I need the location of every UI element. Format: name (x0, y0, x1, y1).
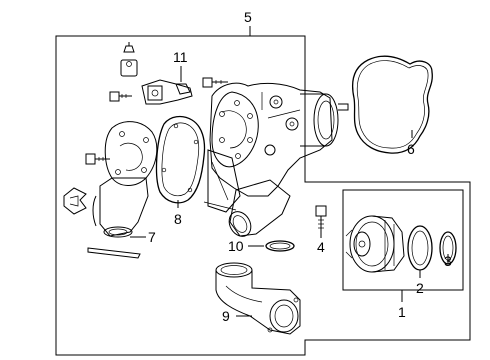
subassembly-frame-outline (342, 189, 464, 291)
callout-9: 9 (222, 308, 230, 324)
assembly-frame-outline (55, 35, 471, 356)
callout-6: 6 (407, 141, 415, 157)
callout-8: 8 (174, 211, 182, 227)
coolant-outlet-part-9 (215, 262, 301, 335)
thermostat-gasket-part-8 (155, 115, 206, 204)
callout-2: 2 (416, 280, 424, 296)
callout-7: 7 (148, 229, 156, 245)
callout-11: 11 (173, 49, 188, 65)
sensor-part-11 (109, 42, 228, 105)
callout-1: 1 (398, 304, 406, 320)
callout-4: 4 (317, 239, 325, 255)
callout-10: 10 (228, 238, 244, 254)
water-pump-housing (203, 82, 349, 237)
seal-ring-part-2 (407, 225, 433, 271)
housing-gasket-part-6 (352, 55, 433, 154)
o-ring-part-10 (265, 240, 295, 252)
water-pump-assembly (345, 215, 405, 273)
thermostat-housing-part-7 (63, 121, 158, 259)
bolt-part-4 (315, 205, 327, 232)
callout-5: 5 (244, 9, 252, 25)
callout-3: 3 (444, 253, 452, 269)
